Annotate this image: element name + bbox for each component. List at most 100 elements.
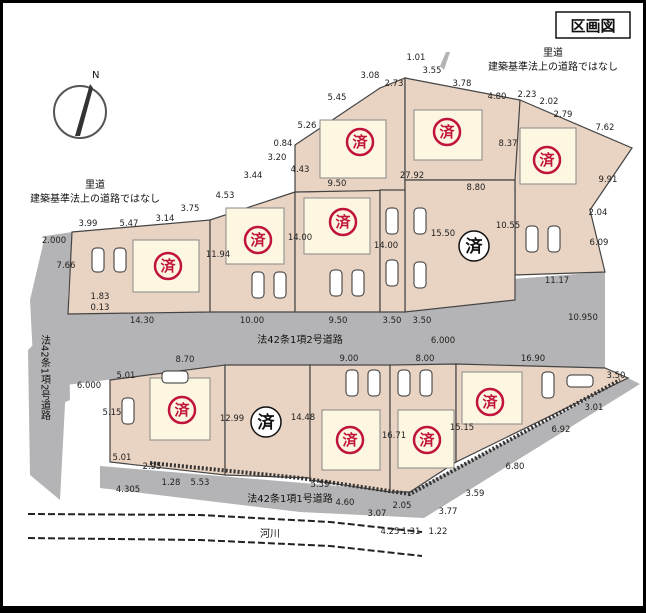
- dimension-label: 16.90: [521, 354, 545, 364]
- house-11: [397, 409, 455, 469]
- car: [547, 225, 561, 253]
- dimension-label: 3.55: [423, 66, 442, 76]
- dimension-label: 11.17: [545, 276, 569, 286]
- dimension-label: 14.30: [130, 316, 154, 326]
- car: [329, 269, 343, 297]
- dimension-label: 9.50: [328, 179, 347, 189]
- compass-ring: [53, 85, 107, 139]
- dimension-label: 3.78: [453, 79, 472, 89]
- label-satomichi-right-note: 建築基準法上の道路ではなし: [488, 60, 618, 73]
- dimension-label: 6.09: [590, 238, 609, 248]
- sold-stamp: [153, 251, 183, 281]
- dimension-label: 15.50: [431, 229, 455, 239]
- dimension-label: 14.00: [288, 233, 312, 243]
- sold-stamp-text: 済: [335, 213, 351, 231]
- dimension-label: 1.28: [162, 478, 181, 488]
- label-river: 河川: [260, 528, 280, 540]
- dimension-label: 2.02: [540, 97, 559, 107]
- dimension-label: 0.13: [91, 303, 110, 313]
- label-road-left-vertical: 法42条1項2号道路: [39, 334, 51, 421]
- car: [91, 247, 105, 273]
- label-road-2go: 法42条1項2号道路: [257, 333, 342, 346]
- river-area: [28, 524, 422, 575]
- dimension-label: 12.99: [220, 414, 244, 424]
- car: [121, 397, 135, 425]
- sold-stamp: [328, 207, 358, 237]
- road-1go: [100, 378, 640, 518]
- dimension-label: 6.000: [431, 336, 455, 346]
- house-2: [225, 207, 285, 265]
- car: [413, 207, 427, 235]
- dimension-label: 3.75: [181, 204, 200, 214]
- sold-stamp: [432, 117, 462, 147]
- dimension-label: 3.01: [585, 403, 604, 413]
- car: [419, 369, 433, 397]
- dimension-label: 8.00: [416, 354, 435, 364]
- north-label: N: [92, 70, 99, 81]
- dimension-label: 9.50: [329, 316, 348, 326]
- house-1: [132, 239, 200, 293]
- dimension-label: 3.99: [79, 219, 98, 229]
- sold-stamp-text: 済: [250, 231, 266, 249]
- sold-stamp-text: 済: [539, 151, 555, 169]
- dimension-label: 10.00: [240, 316, 264, 326]
- sold-stamp-text: 済: [466, 236, 484, 257]
- dimension-label: 2.73: [385, 79, 404, 89]
- dimension-label: 2.23: [518, 90, 537, 100]
- dimension-label: 5.53: [191, 478, 210, 488]
- dimension-label: 4.80: [488, 92, 507, 102]
- car: [566, 374, 594, 388]
- sold-stamp: [335, 425, 365, 455]
- road-2go: [28, 272, 605, 500]
- dimension-label: 3.50: [413, 316, 432, 326]
- car: [541, 371, 555, 399]
- sold-stamp-text: 済: [419, 431, 435, 449]
- dimension-label: 5.45: [328, 93, 347, 103]
- dimension-label: 4.25: [381, 527, 400, 537]
- dimension-label: 3.59: [466, 489, 485, 499]
- dimension-label: 8.80: [467, 183, 486, 193]
- retaining-wall: [149, 378, 621, 497]
- label-satomichi-right: 里道: [543, 46, 563, 59]
- dimension-label: 10.950: [568, 313, 598, 323]
- dimension-label: 5.15: [103, 408, 122, 418]
- dimension-label: 9.00: [340, 354, 359, 364]
- car: [385, 207, 399, 235]
- dimension-label: 1.31: [402, 527, 421, 537]
- sold-stamp: [412, 425, 442, 455]
- dimension-label: 0.84: [274, 139, 293, 149]
- dimension-label: 2.000: [42, 236, 66, 246]
- dimension-label: 5.01: [113, 453, 132, 463]
- dimension-label: 2.79: [554, 110, 573, 120]
- dimension-label: 6.92: [552, 425, 571, 435]
- dimension-label: 1.83: [91, 292, 110, 302]
- dimension-label: 8.37: [499, 139, 518, 149]
- dimension-label: 7.62: [596, 123, 615, 133]
- dimension-label: 2.95: [143, 462, 162, 472]
- dimension-label: 11.94: [206, 250, 230, 260]
- dimension-label: 4.305: [116, 485, 140, 495]
- dimension-label: 3.14: [156, 214, 175, 224]
- river-bank-upper: [27, 513, 423, 533]
- sold-stamp-text: 済: [174, 401, 190, 419]
- dimension-label: 5.26: [298, 121, 317, 131]
- north-arrow-icon: [75, 84, 93, 136]
- north-compass: N: [53, 70, 107, 139]
- satomichi-right-path: [440, 52, 450, 70]
- car: [251, 271, 265, 299]
- dimension-label: 2.05: [393, 501, 412, 511]
- dimension-label: 1.01: [407, 53, 426, 63]
- dimension-label: 3.50: [383, 316, 402, 326]
- dimension-label: 4.53: [216, 191, 235, 201]
- dimension-label: 10.55: [496, 221, 520, 231]
- river-bank-lower: [27, 537, 423, 557]
- dimension-label: 6.000: [77, 381, 101, 391]
- dimension-label: 6.80: [506, 462, 525, 472]
- dimension-label: 14.00: [374, 241, 398, 251]
- car: [367, 369, 381, 397]
- dimension-label: 3.07: [368, 509, 387, 519]
- dimension-label: 1.22: [429, 527, 448, 537]
- car: [413, 261, 427, 289]
- sold-stamp: [167, 395, 197, 425]
- dimension-label: 5.47: [120, 219, 139, 229]
